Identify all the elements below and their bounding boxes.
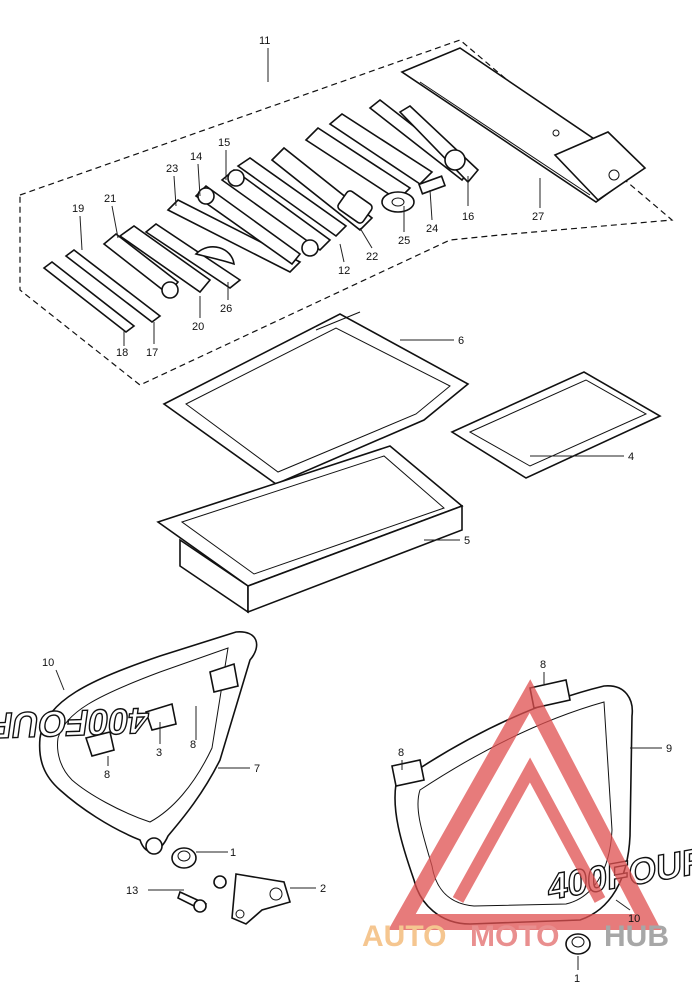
callout-8-left-b: 8: [104, 769, 110, 781]
callout-8-right-b: 8: [398, 747, 404, 759]
callout-20: 20: [192, 321, 204, 333]
left-side-cover: [38, 631, 258, 855]
tool-tray-lid: [162, 311, 470, 485]
owners-manual: [450, 371, 662, 479]
callout-1-left: 1: [230, 847, 236, 859]
left-cover-hardware: [171, 847, 291, 925]
watermark-hub: HUB: [604, 920, 669, 953]
callouts: 11 27 16 24 25 22 12 15 14 23 21 19 20 2…: [42, 35, 672, 985]
callout-8-right-a: 8: [540, 659, 546, 671]
callout-11: 11: [259, 35, 270, 47]
leader-lines: [55, 150, 662, 970]
callout-19: 19: [72, 203, 84, 215]
callout-17: 17: [146, 347, 158, 359]
watermark-inner-triangle: [452, 757, 606, 903]
callout-2: 2: [320, 883, 326, 895]
wrench-set: [144, 157, 348, 289]
callout-16: 16: [462, 211, 474, 223]
callout-25: 25: [398, 235, 410, 247]
callout-3: 3: [156, 747, 162, 759]
callout-7: 7: [254, 763, 260, 775]
callout-14: 14: [190, 151, 202, 163]
callout-4: 4: [628, 451, 634, 463]
tool-tray: [156, 445, 464, 614]
left-emblem: 400FOUR: [0, 699, 152, 747]
watermark-auto: AUTO: [362, 920, 446, 953]
callout-10-left: 10: [42, 657, 54, 669]
tool-kit-group: [19, 39, 674, 386]
callout-26: 26: [220, 303, 232, 315]
pliers: [368, 98, 480, 184]
callout-6: 6: [458, 335, 464, 347]
callout-15: 15: [218, 137, 230, 149]
callout-27: 27: [532, 211, 544, 223]
callout-1-right: 1: [574, 973, 580, 985]
callout-12: 12: [338, 265, 350, 277]
callout-18: 18: [116, 347, 128, 359]
tool-bag: [400, 47, 647, 203]
callout-5: 5: [464, 535, 470, 547]
socket-tools: [270, 113, 447, 232]
watermark-moto: MOTO: [470, 920, 559, 953]
watermark-triangle: [388, 679, 662, 930]
screwdriver-set: [42, 225, 212, 334]
callout-22: 22: [366, 251, 378, 263]
callout-10-right: 10: [628, 913, 640, 925]
right-grommet: [565, 933, 591, 955]
callout-8-left-a: 8: [190, 739, 196, 751]
left-emblem-text: 400FOUR: [0, 700, 151, 747]
callout-24: 24: [426, 223, 438, 235]
tool-kit-boundary: [19, 39, 674, 386]
callout-21: 21: [104, 193, 116, 205]
callout-13: 13: [126, 885, 138, 897]
callout-23: 23: [166, 163, 178, 175]
callout-9: 9: [666, 743, 672, 755]
watermark: AUTO MOTO HUB: [362, 679, 669, 953]
